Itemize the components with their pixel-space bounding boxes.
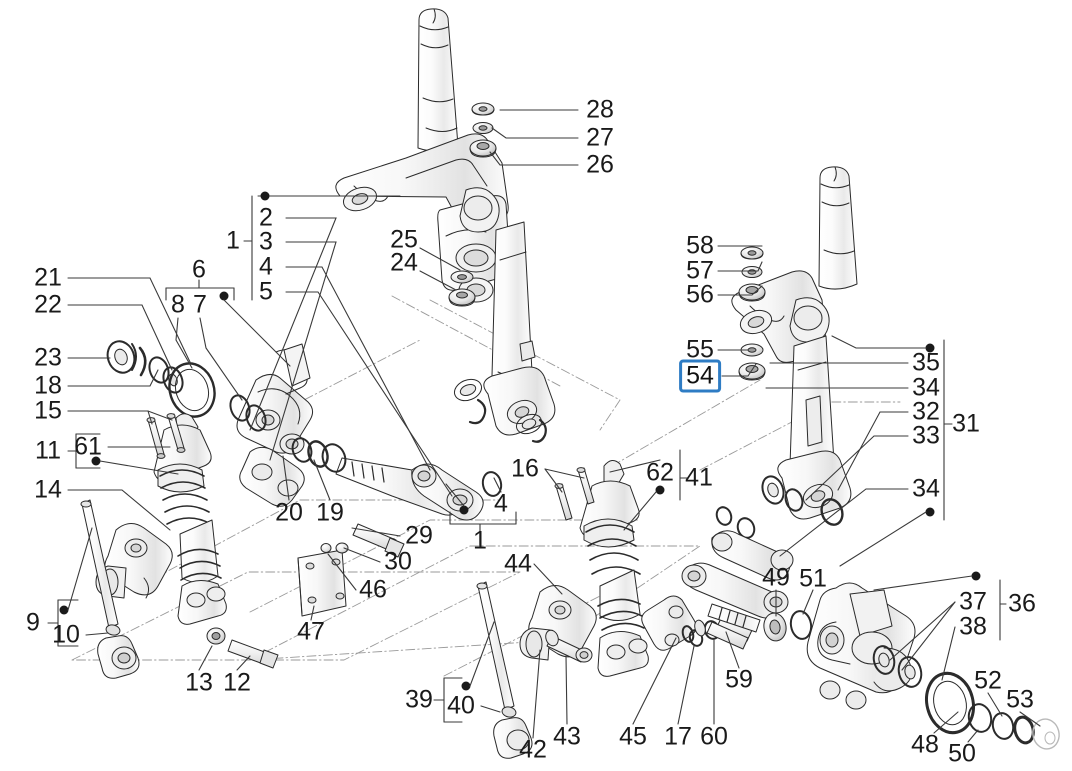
callout-12[interactable]: 12	[223, 668, 251, 697]
callout-45[interactable]: 45	[619, 722, 647, 751]
callout-49[interactable]: 49	[762, 563, 790, 592]
left-bolt-washer	[206, 627, 279, 669]
leader-lines	[47, 109, 1041, 743]
left-bearing-row	[106, 340, 267, 432]
callout-24[interactable]: 24	[390, 248, 418, 277]
callout-46[interactable]: 46	[359, 575, 387, 604]
callout-40[interactable]: 40	[447, 691, 475, 720]
mount-bracket	[297, 523, 405, 617]
callout-25[interactable]: 25	[390, 225, 418, 254]
callout-61[interactable]: 61	[74, 432, 102, 461]
right-hub-carrier	[806, 582, 916, 710]
callout-30[interactable]: 30	[384, 547, 412, 576]
left-hub-carrier	[236, 343, 314, 507]
right-fork-assembly	[731, 166, 858, 520]
center-shock-absorber	[554, 460, 649, 677]
callout-43[interactable]: 43	[553, 722, 581, 751]
callout-1[interactable]: 1	[226, 226, 240, 255]
callout-36[interactable]: 36	[1008, 589, 1036, 618]
lower-center-pivot-rod	[545, 629, 593, 663]
callout-27[interactable]: 27	[586, 123, 614, 152]
callout-28[interactable]: 28	[586, 95, 614, 124]
callout-32[interactable]: 32	[912, 397, 940, 426]
callout-52[interactable]: 52	[974, 666, 1002, 695]
callout-2[interactable]: 2	[259, 203, 273, 232]
left-shock-absorber	[153, 413, 227, 625]
callout-47[interactable]: 47	[297, 617, 325, 646]
callout-15[interactable]: 15	[34, 396, 62, 425]
callout-48[interactable]: 48	[911, 730, 939, 759]
center-bearing-rings	[453, 378, 547, 443]
callout-59[interactable]: 59	[725, 665, 753, 694]
center-tie-rod	[476, 581, 533, 759]
callout-4[interactable]: 4	[259, 252, 273, 281]
center-washer-stack	[448, 270, 476, 307]
callout-33[interactable]: 33	[912, 421, 940, 450]
callout-23[interactable]: 23	[34, 343, 62, 372]
callout-41[interactable]: 41	[685, 463, 713, 492]
callout-11[interactable]: 11	[35, 436, 61, 465]
callout-19[interactable]: 19	[316, 498, 344, 527]
callout-1[interactable]: 1	[473, 526, 487, 555]
top-nut-stack	[469, 102, 497, 158]
callout-34[interactable]: 34	[912, 373, 940, 402]
callout-42[interactable]: 42	[519, 735, 547, 764]
right-washer-group	[763, 610, 813, 642]
center-link-arm	[291, 437, 503, 521]
callout-4[interactable]: 4	[494, 489, 508, 518]
callout-57[interactable]: 57	[686, 256, 714, 285]
callout-50[interactable]: 50	[948, 739, 976, 768]
callout-54-selected[interactable]: 54	[679, 359, 721, 393]
callout-44[interactable]: 44	[504, 549, 532, 578]
phantom-plane-right	[611, 379, 901, 471]
callout-37[interactable]: 37	[959, 587, 987, 616]
callout-21[interactable]: 21	[34, 263, 62, 292]
callout-60[interactable]: 60	[700, 722, 728, 751]
callout-34[interactable]: 34	[912, 474, 940, 503]
callout-58[interactable]: 58	[686, 231, 714, 260]
callout-35[interactable]: 35	[912, 348, 940, 377]
callout-18[interactable]: 18	[34, 371, 62, 400]
callout-3[interactable]: 3	[259, 227, 273, 256]
callout-5[interactable]: 5	[259, 277, 273, 306]
right-nut-stack-upper	[738, 246, 766, 302]
right-lower-arm	[681, 530, 794, 633]
callout-17[interactable]: 17	[664, 722, 692, 751]
callout-8[interactable]: 8	[171, 290, 185, 319]
upper-fork-assembly	[335, 8, 556, 436]
callout-6[interactable]: 6	[192, 255, 206, 284]
callout-22[interactable]: 22	[34, 290, 62, 319]
callout-38[interactable]: 38	[959, 612, 987, 641]
callout-55[interactable]: 55	[686, 335, 714, 364]
callout-62[interactable]: 62	[646, 458, 674, 487]
callout-7[interactable]: 7	[193, 290, 207, 319]
callout-53[interactable]: 53	[1006, 685, 1034, 714]
callout-14[interactable]: 14	[34, 475, 62, 504]
callout-20[interactable]: 20	[275, 498, 303, 527]
callout-31[interactable]: 31	[952, 409, 980, 438]
callout-51[interactable]: 51	[799, 564, 827, 593]
callout-26[interactable]: 26	[586, 150, 614, 179]
callout-9[interactable]: 9	[26, 608, 40, 637]
callout-13[interactable]: 13	[185, 668, 213, 697]
right-nut-stack-lower	[738, 343, 766, 381]
callout-16[interactable]: 16	[511, 454, 539, 483]
callout-39[interactable]: 39	[405, 685, 433, 714]
callout-56[interactable]: 56	[686, 280, 714, 309]
right-seal-row	[872, 645, 1060, 750]
callout-10[interactable]: 10	[52, 620, 80, 649]
callout-29[interactable]: 29	[405, 521, 433, 550]
